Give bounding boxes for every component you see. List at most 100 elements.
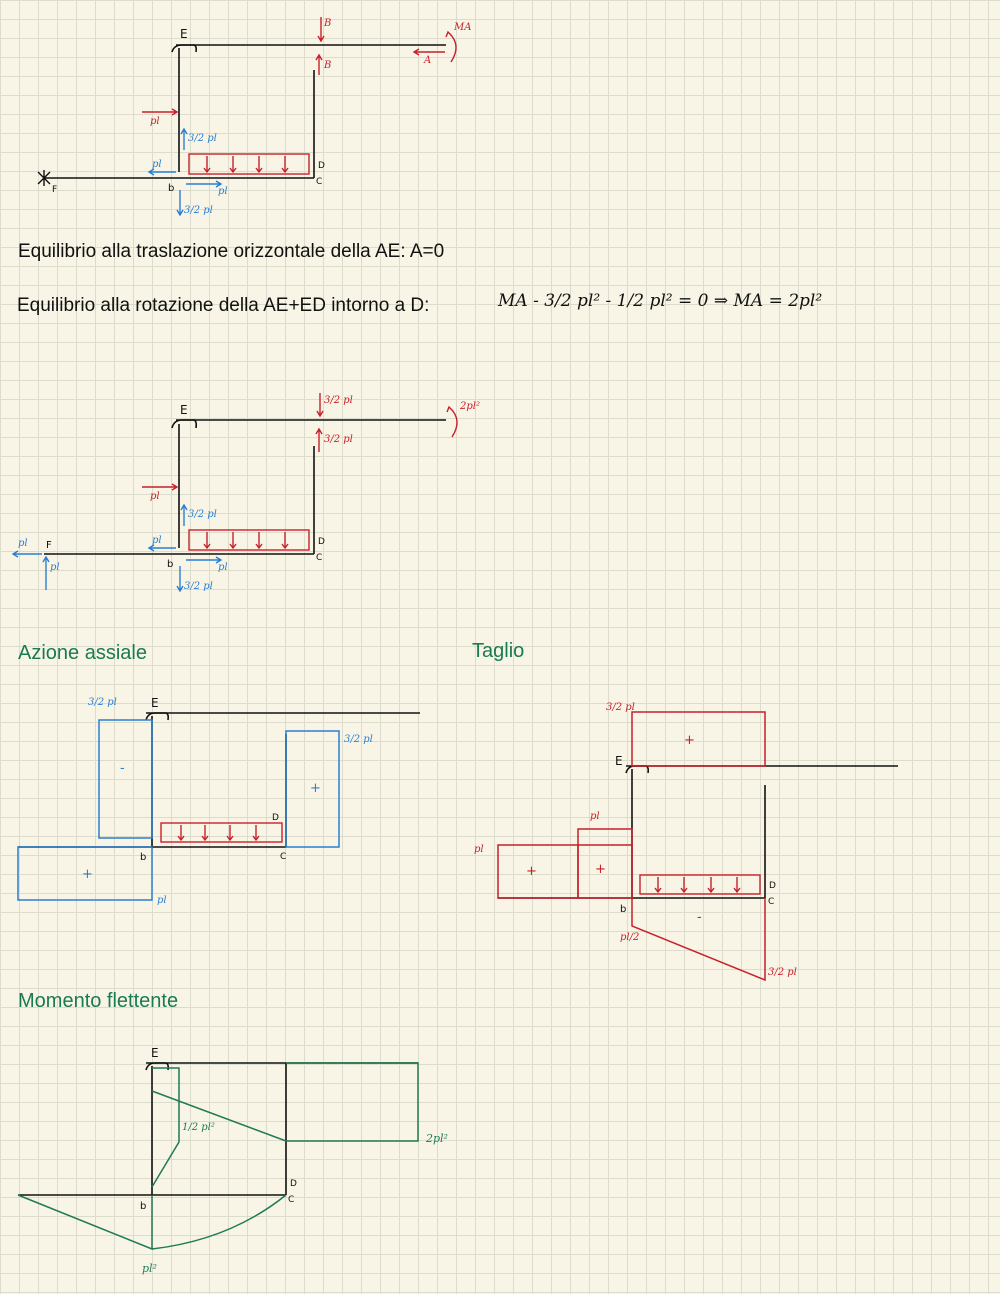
moment-label-D: D	[290, 1179, 297, 1189]
label-b-2: b	[167, 559, 173, 570]
arrow-three-half-pl-down	[176, 190, 184, 217]
axial-region-column-D	[285, 730, 340, 848]
axial-joint-E	[145, 712, 170, 721]
shear-label-D: D	[769, 881, 776, 891]
distributed-load-2	[188, 529, 310, 551]
moment-label-C: C	[288, 1195, 294, 1205]
moment-joint-E	[145, 1062, 170, 1071]
moment-label-2pl2: 2pl²	[425, 1132, 448, 1145]
shear-label-three-half-pl-bottom: 3/2 pl	[768, 967, 797, 978]
equation-rotation: Equilibrio alla rotazione della AE+ED in…	[17, 295, 430, 316]
joint-E-2	[171, 419, 198, 429]
arrow-B-down	[317, 17, 325, 43]
distributed-load	[188, 153, 310, 175]
arrow-pl-left-2	[147, 544, 176, 552]
label-C: C	[316, 177, 322, 187]
moment-MA-icon	[445, 30, 457, 63]
heading-moment: Momento flettente	[18, 990, 179, 1012]
label-E-2: E	[180, 403, 188, 417]
shear-label-C: C	[768, 897, 774, 907]
arrow-pl-red	[142, 108, 179, 116]
arrow-B-up	[315, 53, 323, 75]
label-three-half-pl-up: 3/2 pl	[188, 133, 217, 144]
arrow-pl-right-2	[186, 556, 223, 564]
label-D-2: D	[318, 537, 325, 547]
shear-label-b: b	[620, 904, 626, 915]
label-pl-red-2: pl	[150, 491, 160, 502]
arrow-three-half-pl-down-2	[176, 566, 184, 593]
arrow-three-half-pl-up	[180, 127, 188, 150]
axial-region-beam-F	[17, 846, 153, 901]
axial-sign-minus: -	[120, 761, 125, 776]
shear-label-pl-column: pl	[590, 811, 600, 822]
arrow-pl-right	[186, 180, 223, 188]
axial-sign-plus-F: +	[82, 867, 93, 882]
shear-sign-plus-column: +	[595, 862, 606, 877]
moment-label-E: E	[151, 1046, 159, 1060]
shear-sign-minus: -	[697, 910, 702, 925]
arrow-three-half-pl-down-red	[316, 393, 324, 418]
arrow-pl-F-up	[42, 555, 50, 590]
equation-formula: MA - 3/2 pl² - 1/2 pl² = 0 ⇒ MA = 2pl²	[498, 291, 823, 311]
label-b: b	[168, 183, 174, 194]
moment-region-beam-F	[17, 1194, 153, 1251]
axial-distributed-load	[160, 822, 283, 843]
shear-sign-plus-beam: +	[526, 864, 537, 879]
hinge-F-icon	[37, 170, 51, 186]
moment-label-pl2: pl²	[142, 1262, 157, 1275]
label-B-top: B	[323, 18, 331, 29]
axial-label-D: D	[272, 813, 279, 823]
arrow-pl-F-left	[11, 550, 42, 558]
moment-region-right	[286, 1062, 419, 1142]
label-three-half-pl-down-red: 3/2 pl	[324, 395, 353, 406]
axial-sign-plus-D: +	[310, 781, 321, 796]
label-2pl2-red: 2pl²	[459, 401, 480, 412]
label-pl-right-2: pl	[218, 562, 228, 573]
shear-label-pl-beam: pl	[474, 844, 484, 855]
shear-sign-plus-top: +	[684, 733, 695, 748]
label-pl-F-up: pl	[50, 562, 60, 573]
equation-horizontal: Equilibrio alla traslazione orizzontale …	[18, 241, 445, 262]
arrow-A	[412, 48, 445, 56]
label-three-half-pl-up-2: 3/2 pl	[188, 509, 217, 520]
label-F: F	[52, 185, 57, 195]
label-three-half-pl-down-2: 3/2 pl	[184, 581, 213, 592]
shear-region-top	[631, 711, 766, 767]
shear-region-beam-F	[497, 844, 579, 899]
label-E: E	[180, 27, 188, 41]
label-pl-F-left: pl	[18, 538, 28, 549]
axial-label-pl: pl	[157, 895, 167, 906]
moment-label-b: b	[140, 1201, 146, 1212]
axial-label-three-half-pl-E: 3/2 pl	[88, 697, 117, 708]
moment-region-parabola	[151, 1194, 287, 1250]
heading-axial: Azione assiale	[18, 642, 147, 664]
label-pl-right: pl	[218, 186, 228, 197]
label-C-2: C	[316, 553, 322, 563]
joint-E	[171, 44, 198, 53]
axial-label-C: C	[280, 852, 286, 862]
label-A: A	[423, 55, 431, 66]
arrow-three-half-pl-up-red	[315, 427, 323, 452]
axial-label-E: E	[151, 696, 159, 710]
label-MA: MA	[453, 22, 471, 33]
label-three-half-pl-down: 3/2 pl	[184, 205, 213, 216]
heading-shear: Taglio	[472, 640, 525, 662]
arrow-pl-left	[147, 168, 176, 176]
label-pl-left-2: pl	[152, 535, 162, 546]
moment-region-diagonal	[151, 1090, 287, 1142]
moment-region-column-E	[151, 1067, 180, 1188]
arrow-three-half-pl-up-2	[180, 503, 188, 526]
label-B-bottom: B	[323, 60, 331, 71]
shear-label-E: E	[615, 754, 623, 768]
shear-label-pl-half: pl/2	[620, 932, 639, 943]
axial-label-three-half-pl-D: 3/2 pl	[344, 734, 373, 745]
moment-2pl2-icon	[446, 405, 458, 438]
shear-region-trapezoid	[631, 898, 766, 982]
axial-region-column-E	[98, 719, 153, 839]
label-pl-left: pl	[152, 159, 162, 170]
shear-label-three-half-pl-top: 3/2 pl	[606, 702, 635, 713]
